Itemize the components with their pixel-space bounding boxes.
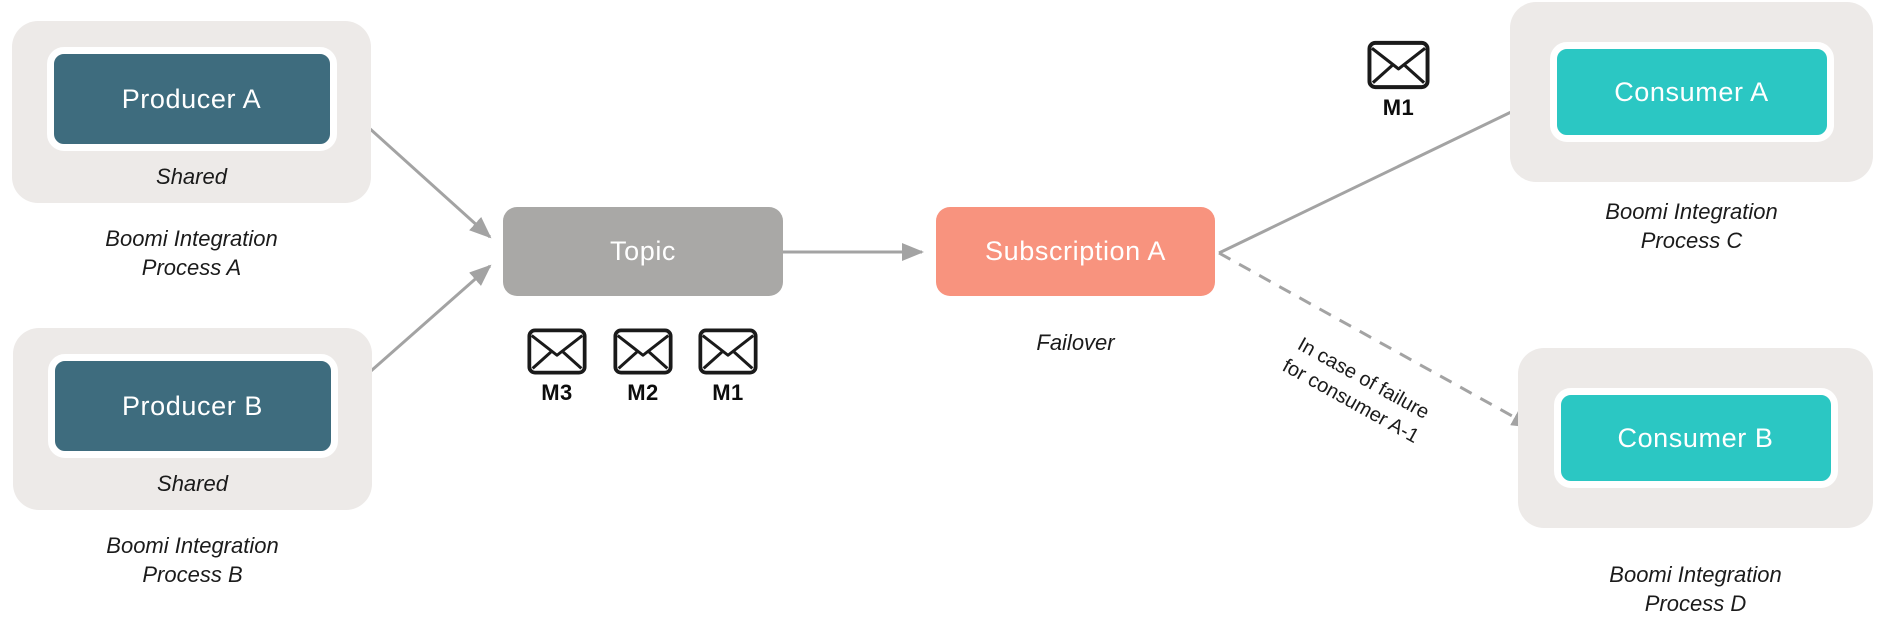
caption-consumer-b-line1: Boomi Integration: [1609, 562, 1782, 587]
group-consumer-b: Consumer B: [1518, 348, 1873, 528]
group-producer-b: Producer B Shared: [13, 328, 372, 510]
node-subscription-a-label: Subscription A: [985, 236, 1166, 266]
envelope-icon: [613, 328, 673, 375]
caption-producer-b-line2: Process B: [142, 562, 243, 588]
message-m3-label: M3: [541, 380, 573, 405]
envelope-icon: [527, 328, 587, 375]
arrow-subscription-a-to-consumer-a: [1218, 98, 1538, 255]
node-producer-b: Producer B: [47, 354, 338, 458]
node-subscription-a: Subscription A: [936, 207, 1215, 296]
message-m2: M2: [613, 328, 673, 406]
node-producer-a: Producer A: [46, 47, 337, 151]
caption-consumer-b-line2: Process D: [1644, 591, 1747, 617]
node-topic: Topic: [503, 207, 783, 296]
producer-a-shared-tag: Shared: [156, 164, 227, 189]
message-m1-queued: M1: [698, 328, 758, 406]
envelope-icon: [698, 328, 758, 375]
caption-producer-a-line1: Boomi Integration: [105, 226, 278, 251]
caption-consumer-b: Boomi Integration Process D: [1518, 560, 1873, 618]
node-producer-b-label: Producer B: [121, 390, 264, 421]
message-m1-delivered-label: M1: [1382, 95, 1415, 120]
node-consumer-a-label: Consumer A: [1614, 76, 1769, 107]
caption-producer-b-line1: Boomi Integration: [106, 533, 279, 558]
caption-producer-b: Boomi Integration Process B: [13, 531, 372, 589]
caption-consumer-a-line2: Process C: [1640, 228, 1743, 254]
node-consumer-b: Consumer B: [1553, 388, 1838, 488]
group-producer-a: Producer A Shared: [12, 21, 371, 203]
caption-consumer-a-line1: Boomi Integration: [1605, 199, 1778, 224]
envelope-icon: [1367, 40, 1430, 90]
caption-failover: Failover: [936, 328, 1215, 357]
message-m1-delivered: M1: [1367, 40, 1430, 121]
node-topic-label: Topic: [609, 236, 677, 266]
caption-producer-a-line2: Process A: [141, 255, 242, 281]
message-m3: M3: [527, 328, 587, 406]
node-consumer-a: Consumer A: [1549, 42, 1834, 142]
message-m2-label: M2: [627, 380, 659, 405]
node-consumer-b-label: Consumer B: [1617, 422, 1774, 453]
caption-producer-a: Boomi Integration Process A: [12, 224, 371, 282]
node-producer-a-label: Producer A: [121, 83, 262, 114]
message-m1-queued-label: M1: [712, 380, 744, 405]
caption-consumer-a: Boomi Integration Process C: [1510, 197, 1873, 255]
caption-failover-text: Failover: [1036, 330, 1115, 355]
group-consumer-a: Consumer A: [1510, 2, 1873, 182]
producer-b-shared-tag: Shared: [157, 471, 228, 496]
